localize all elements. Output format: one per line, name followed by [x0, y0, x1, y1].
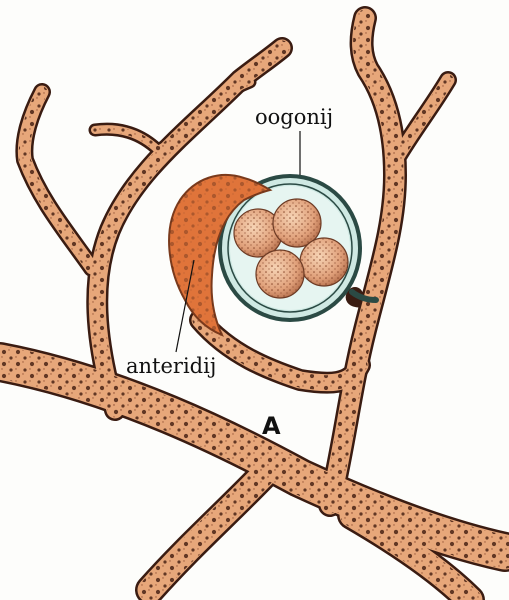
label-oogonium: oogonij [255, 105, 333, 129]
label-panel: A [262, 412, 281, 440]
label-antheridium: anteridij [126, 354, 216, 378]
